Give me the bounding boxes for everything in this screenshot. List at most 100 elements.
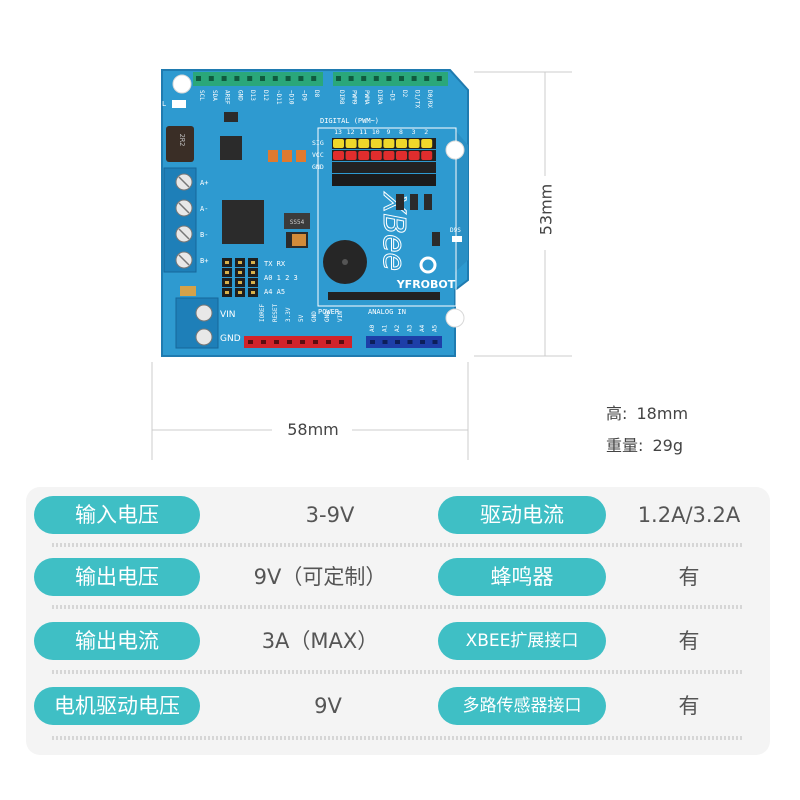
header-pin	[411, 76, 417, 81]
status-led	[452, 236, 462, 242]
top-header-pins	[196, 76, 442, 81]
analog-pin-label: A3	[407, 324, 414, 332]
l-led	[172, 100, 186, 108]
top-pin-label: PWMA	[363, 90, 370, 105]
spec-value-input-voltage: 3-9V	[305, 503, 355, 527]
header-pin	[238, 261, 242, 264]
spec-label-drive-current: 驱动电流	[438, 496, 606, 534]
motor-shield-board-image: L 2R2 A+A-B-B+ VIN GND SS54 TX RX A0 1 2…	[151, 69, 572, 460]
top-pin-label: DIR8	[338, 90, 345, 105]
header-pin	[424, 76, 430, 81]
sensor-pin	[333, 151, 344, 160]
sensor-row	[332, 174, 436, 186]
header-pin	[399, 76, 404, 81]
header-pin	[251, 291, 255, 294]
digital-label: DIGITAL (PWM~)	[320, 117, 379, 125]
inductor	[166, 126, 194, 162]
header-pin	[407, 340, 413, 344]
header-pin	[432, 340, 438, 344]
brand-label: YFROBOT	[396, 278, 456, 291]
header-number: 11	[359, 128, 367, 136]
analog-header	[366, 336, 442, 348]
spec-separator	[52, 670, 742, 674]
header-pin	[300, 340, 305, 344]
capacitor	[296, 150, 306, 162]
header-number: 10	[372, 128, 380, 136]
header-number: 3	[412, 128, 416, 136]
spec-label-input-voltage: 输入电压	[34, 496, 200, 534]
header-pin	[420, 340, 425, 344]
bottom-pin-label: 3.3V	[285, 307, 292, 322]
header-pin	[274, 340, 279, 344]
header-number: 13	[334, 128, 342, 136]
analog-pin-label: A4	[419, 324, 426, 332]
motor-driver-chip	[222, 200, 264, 244]
xbee-text: XBee	[376, 191, 411, 271]
sensor-pin	[358, 139, 370, 148]
top-pin-label: ~D10	[288, 90, 295, 105]
sensor-pin	[370, 163, 382, 172]
tall-value: 18mm	[636, 404, 689, 423]
terminal-screws	[175, 173, 193, 269]
spec-value-output-current: 3A（MAX）	[261, 629, 379, 653]
screw-slot	[178, 176, 190, 188]
header-pin	[313, 340, 318, 344]
weight-value: 29g	[652, 436, 684, 455]
sensor-pin	[345, 163, 357, 172]
regulator-chip	[220, 136, 242, 160]
analog-pin-label: A0	[369, 324, 376, 332]
resistor	[396, 194, 404, 210]
capacitor	[282, 150, 292, 162]
spec-label-xbee: XBEE扩展接口	[438, 622, 606, 660]
header-pin	[260, 76, 265, 81]
top-pin-label: D2	[401, 90, 408, 98]
sensor-pin	[358, 163, 370, 172]
terminal-screw	[195, 328, 213, 346]
sensor-header	[332, 138, 436, 186]
header-pin	[382, 340, 388, 344]
resistor	[410, 194, 418, 210]
terminal-screw	[195, 304, 213, 322]
sensor-pin	[408, 139, 420, 148]
l-label: L	[162, 100, 166, 108]
header-pin	[251, 281, 255, 284]
mounting-hole	[445, 308, 465, 328]
header-number: 8	[399, 128, 403, 136]
top-header-left	[193, 72, 323, 86]
bottom-pin-label: VIN	[337, 311, 344, 322]
bottom-header-pins	[248, 340, 438, 344]
top-pin-label: SDA	[211, 90, 218, 101]
header-pin	[361, 76, 367, 81]
capacitor	[292, 234, 306, 246]
header-pin	[370, 340, 375, 344]
resistor	[424, 194, 432, 210]
rx-tx-header	[222, 258, 258, 297]
xbee-bottom-header	[328, 292, 440, 300]
top-pin-label: ~D9	[300, 90, 307, 101]
xbee-footprint	[317, 127, 457, 307]
header-pin	[339, 340, 344, 344]
spec-value-drive-current: 1.2A/3.2A	[637, 503, 741, 527]
header-pin	[225, 281, 229, 284]
header-pin	[208, 76, 214, 81]
spec-separator	[52, 736, 742, 740]
top-pin-label: AREF	[224, 90, 231, 105]
a4-row-label: A4 A5	[264, 288, 285, 296]
sensor-pin	[408, 151, 420, 160]
sensor-pin	[383, 163, 395, 172]
bottom-pin-label: IOREF	[259, 304, 266, 322]
small-chip	[224, 112, 238, 122]
sensor-pin	[396, 139, 407, 148]
spec-separator	[52, 543, 742, 547]
header-pin	[238, 291, 242, 294]
terminal-label: A+	[200, 179, 208, 187]
spec-value-buzzer: 有	[678, 565, 700, 589]
tall-row: 高: 18mm	[606, 400, 688, 424]
sensor-pin	[421, 151, 433, 160]
sensor-pin	[396, 163, 407, 172]
power-label: POWER	[318, 308, 340, 316]
mounting-hole	[172, 74, 192, 94]
header-pin	[298, 76, 304, 81]
